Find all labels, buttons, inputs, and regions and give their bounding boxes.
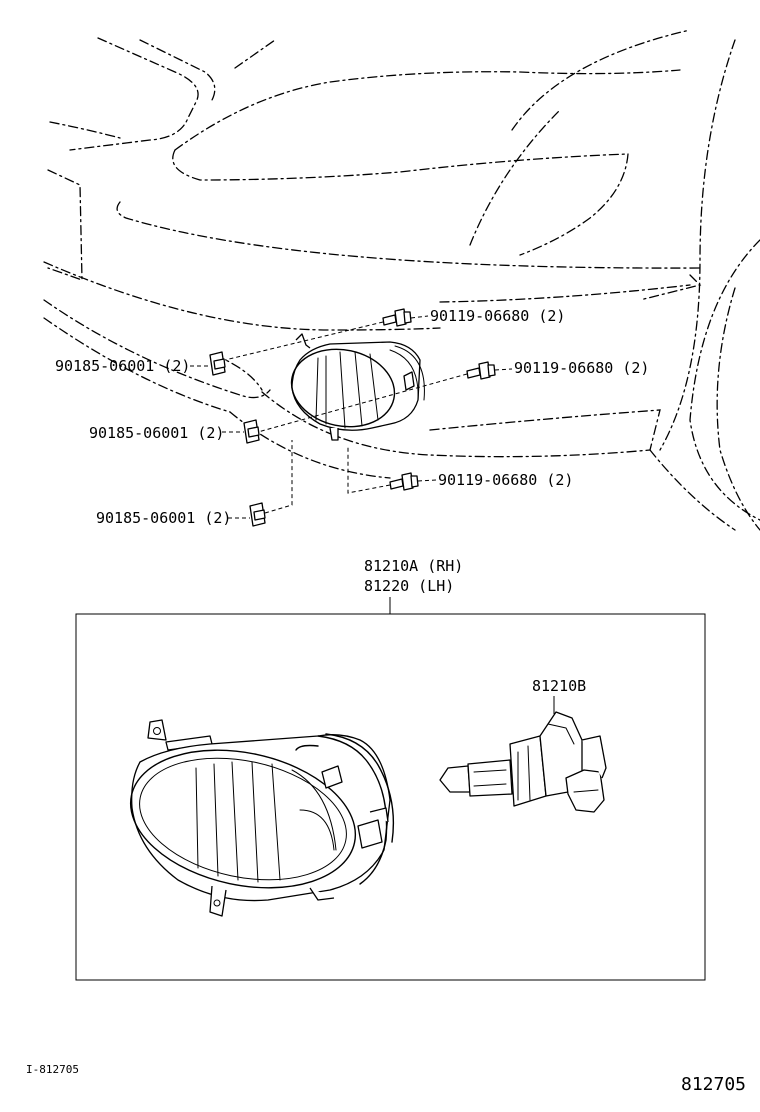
part-number-bulb: 81210B: [532, 677, 586, 695]
bolt-middle-icon: [466, 361, 496, 380]
nut-lower-icon: [249, 502, 266, 527]
callout-nut-middle: 90185-06001 (2): [89, 424, 224, 442]
fog-lamp-installed: [290, 333, 425, 441]
fog-lamp-assembly-icon: [129, 719, 395, 917]
callout-nut-lower: 90185-06001 (2): [96, 509, 231, 527]
nut-middle-icon: [243, 419, 260, 444]
callout-bolt-middle: 90119-06680 (2): [514, 359, 649, 377]
car-body-outline: [43, 29, 760, 531]
assembly-frame: [75, 613, 706, 981]
bulb-icon: [439, 711, 607, 813]
callout-nut-upper: 90185-06001 (2): [55, 357, 190, 375]
callout-bolt-lower: 90119-06680 (2): [438, 471, 573, 489]
part-number-rh: 81210A (RH): [364, 557, 463, 575]
footer-ref-right: 812705: [681, 1074, 746, 1095]
leader-lines: [190, 315, 513, 519]
callout-bolt-upper: 90119-06680 (2): [430, 307, 565, 325]
footer-ref-left: I-812705: [26, 1063, 79, 1076]
bolt-lower-icon: [389, 472, 419, 491]
bolt-upper-icon: [382, 308, 412, 327]
part-number-lh: 81220 (LH): [364, 577, 454, 595]
nut-upper-icon: [209, 351, 226, 376]
